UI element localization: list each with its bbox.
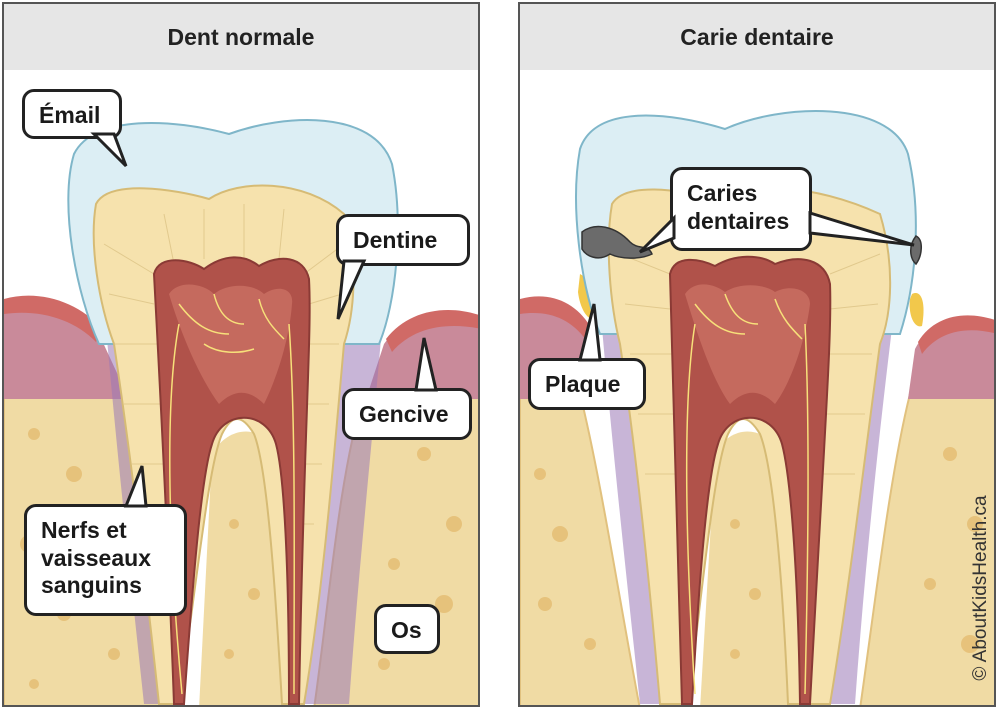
label-enamel-tail <box>90 132 128 168</box>
label-os: Os <box>374 604 440 654</box>
pulp-core <box>169 284 293 404</box>
gum-left-top <box>4 295 102 342</box>
label-os-text: Os <box>391 617 422 643</box>
label-plaque-tail <box>578 303 602 362</box>
label-enamel: Émail <box>22 89 122 139</box>
label-caries-line2: dentaires <box>687 207 790 234</box>
label-nerfs: Nerfs et vaisseaux sanguins <box>24 504 187 616</box>
label-gencive-text: Gencive <box>359 401 449 427</box>
pulp-core <box>685 284 810 404</box>
panel-title-normal: Dent normale <box>4 4 478 70</box>
label-dentine: Dentine <box>336 214 470 266</box>
label-enamel-text: Émail <box>39 102 101 128</box>
label-caries-tail-left <box>638 214 676 254</box>
label-dentine-text: Dentine <box>353 227 438 253</box>
gum-right-top <box>918 315 994 354</box>
label-plaque-text: Plaque <box>545 371 621 397</box>
panel-title-carie: Carie dentaire <box>520 4 994 70</box>
bone-left <box>520 393 641 705</box>
copyright-credit: © AboutKidsHealth.ca <box>966 468 996 708</box>
gum-left <box>4 300 129 399</box>
decay-left <box>581 225 653 259</box>
panel-decayed-tooth: Carie dentaire <box>518 2 996 707</box>
label-caries: Caries dentaires <box>670 167 812 251</box>
bone-center <box>700 431 792 705</box>
gum-left-top <box>520 296 590 340</box>
label-caries-line1: Caries <box>687 180 758 206</box>
label-gencive-tail <box>414 337 438 392</box>
label-nerfs-tail <box>123 465 148 508</box>
label-plaque: Plaque <box>528 358 646 410</box>
label-gencive: Gencive <box>342 388 472 440</box>
label-caries-tail-right <box>808 210 915 247</box>
copyright-text: © AboutKidsHealth.ca <box>970 495 991 681</box>
label-nerfs-line2: vaisseaux <box>41 544 151 571</box>
panel-normal-tooth: Dent normale <box>2 2 480 707</box>
label-nerfs-line3: sanguins <box>41 572 142 599</box>
label-dentine-tail <box>336 259 367 320</box>
plaque-right <box>909 293 924 327</box>
gum-right-top <box>386 310 478 352</box>
bone-right <box>859 393 994 705</box>
label-nerfs-line1: Nerfs et <box>41 517 127 543</box>
decayed-tooth-illustration <box>520 70 994 705</box>
normal-tooth-illustration <box>4 70 478 705</box>
